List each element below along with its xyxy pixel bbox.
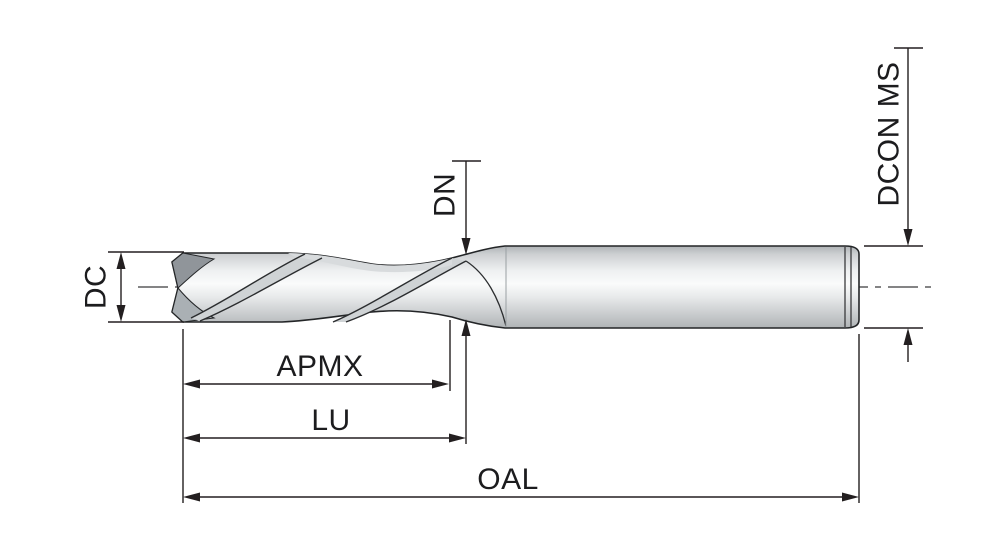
lu-arrow-left: [183, 433, 200, 443]
dim-dn: DN: [429, 160, 481, 336]
flute-runout-curve: [465, 260, 507, 327]
flute-helix-edge-2: [332, 257, 453, 323]
flute-helix-edge-2b: [345, 260, 467, 323]
lu-label: LU: [311, 404, 350, 437]
apmx-label: APMX: [276, 350, 363, 383]
dn-label: DN: [429, 173, 462, 217]
oal-arrow-right: [842, 492, 859, 502]
apmx-arrow-right: [432, 379, 449, 389]
tool-body: [171, 245, 860, 329]
oal-arrow-left: [183, 492, 200, 502]
flute-top-runout-shade: [288, 253, 452, 273]
dn-arrow-up: [461, 319, 471, 336]
dcon-arrow-up: [903, 328, 913, 345]
dim-dc: DC: [80, 251, 184, 323]
flute-helix-edge-1: [190, 253, 306, 319]
dim-lu: LU: [183, 335, 467, 444]
tool-silhouette: [171, 245, 860, 329]
flute-groove-shade-1: [191, 254, 322, 321]
dcon-ms-label: DCON MS: [873, 61, 906, 206]
dc-arrow-up: [116, 252, 126, 269]
dim-dcon: DCON MS: [864, 47, 923, 362]
dc-arrow-down: [116, 305, 126, 322]
dn-arrow-down: [461, 238, 471, 255]
dc-label: DC: [80, 265, 113, 309]
dcon-arrow-down: [903, 229, 913, 246]
dim-apmx: APMX: [183, 320, 451, 391]
flute-helix-edge-1b: [199, 257, 323, 322]
dim-oal: OAL: [183, 334, 860, 503]
oal-label: OAL: [477, 463, 539, 496]
apmx-arrow-left: [183, 379, 200, 389]
lu-arrow-right: [449, 433, 466, 443]
